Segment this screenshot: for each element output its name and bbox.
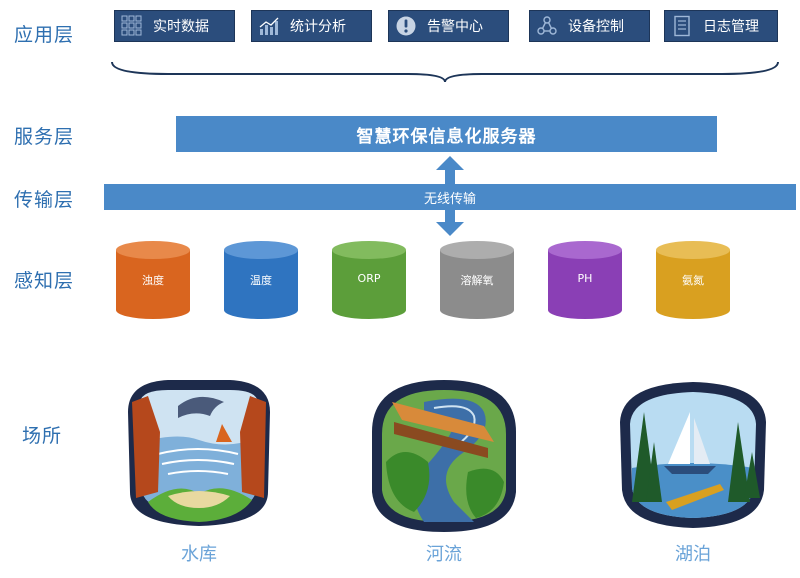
server-bar: 智慧环保信息化服务器 [176, 116, 717, 152]
cylinder-icon [548, 241, 622, 319]
sensor-label: 溶解氧 [460, 274, 494, 287]
cylinder-icon [116, 241, 190, 319]
cylinder-icon [224, 241, 298, 319]
layer-label-transport: 传输层 [14, 189, 75, 211]
sensor-label: 氨氮 [682, 274, 704, 287]
layer-label-place: 场所 [22, 425, 63, 447]
reservoir-icon [128, 380, 270, 526]
app-button-label: 设备控制 [568, 19, 624, 35]
layer-label-sensing: 感知层 [14, 270, 75, 292]
brace-connector [111, 61, 779, 83]
grid-icon [121, 15, 142, 36]
sensor-dissolved-oxygen: 溶解氧 [438, 240, 516, 320]
app-button-log-management[interactable]: 日志管理 [664, 10, 778, 42]
wireless-bar: 无线传输 [104, 184, 796, 210]
cylinder-icon [332, 241, 406, 319]
sensor-ammonia-nitrogen: 氨氮 [654, 240, 732, 320]
app-button-realtime-data[interactable]: 实时数据 [114, 10, 235, 42]
app-button-label: 告警中心 [427, 19, 483, 35]
sensor-orp: ORP [330, 240, 408, 320]
log-document-icon [674, 15, 690, 37]
app-button-device-control[interactable]: 设备控制 [529, 10, 650, 42]
device-network-icon [537, 16, 557, 35]
place-label-river: 河流 [426, 544, 462, 565]
sensor-turbidity: 浊度 [114, 240, 192, 320]
bar-chart-icon [259, 17, 279, 35]
river-icon [372, 380, 516, 532]
app-button-alert-center[interactable]: 告警中心 [388, 10, 509, 42]
sensor-label: ORP [357, 272, 381, 285]
sensor-label: PH [577, 272, 593, 285]
app-button-label: 统计分析 [290, 19, 346, 35]
place-label-lake: 湖泊 [675, 544, 711, 565]
lake-icon [620, 382, 766, 528]
layer-label-service: 服务层 [14, 126, 75, 148]
cylinder-icon [440, 241, 514, 319]
wireless-label: 无线传输 [423, 191, 476, 207]
app-button-statistics[interactable]: 统计分析 [251, 10, 372, 42]
server-label: 智慧环保信息化服务器 [356, 126, 537, 147]
place-label-reservoir: 水库 [181, 544, 217, 565]
arrow-down-icon [436, 210, 464, 236]
arrow-up-icon [436, 156, 464, 186]
sensor-label: 浊度 [142, 274, 164, 287]
alert-icon [396, 16, 416, 36]
cylinder-icon [656, 241, 730, 319]
sensor-ph: PH [546, 240, 624, 320]
sensor-temperature: 温度 [222, 240, 300, 320]
app-button-label: 日志管理 [703, 19, 759, 35]
app-button-label: 实时数据 [153, 19, 209, 35]
sensor-label: 温度 [250, 274, 272, 287]
layer-label-app: 应用层 [14, 24, 75, 46]
